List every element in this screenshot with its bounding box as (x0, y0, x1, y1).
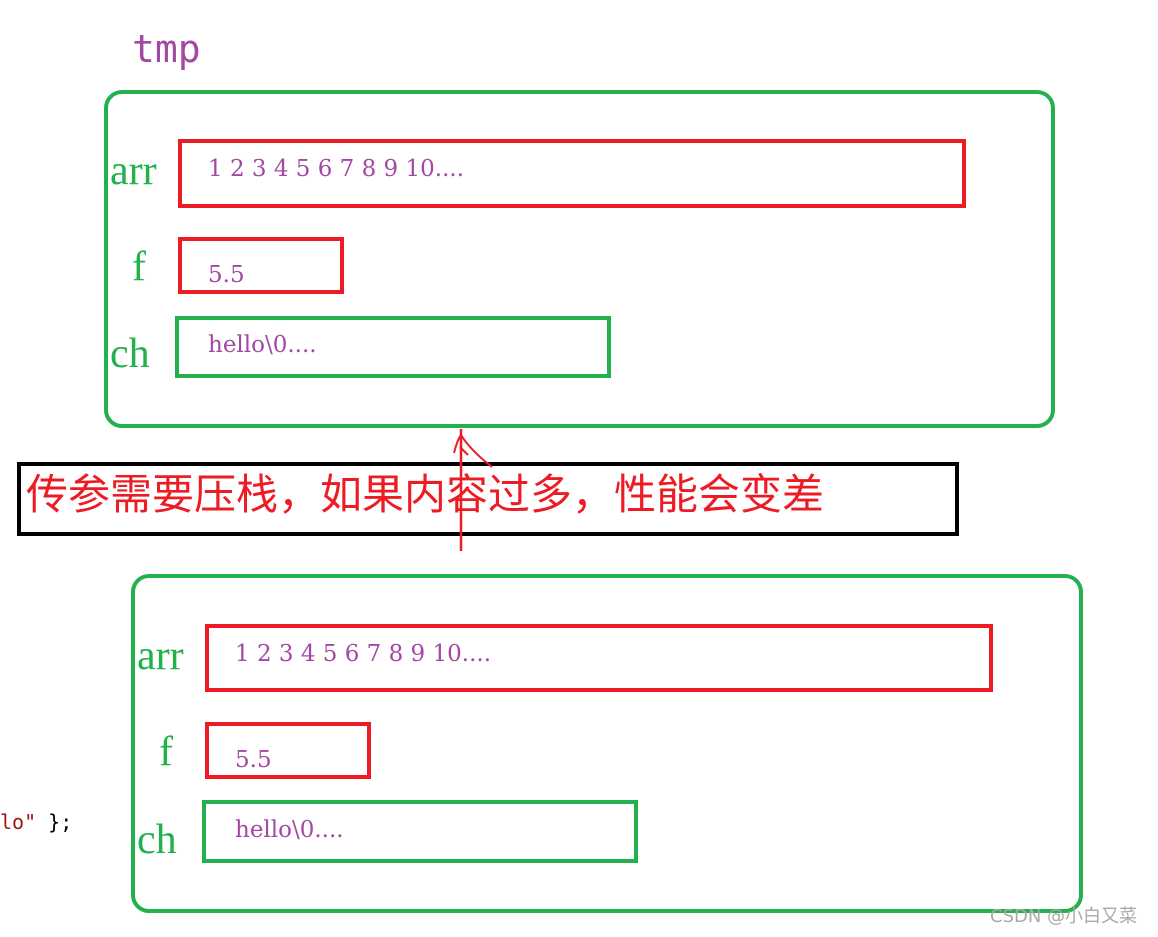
struct-box-top (104, 90, 1055, 428)
string-box-ch-top (175, 316, 611, 378)
value-arr-top: 1 2 3 4 5 6 7 8 9 10.... (208, 156, 465, 182)
note-text: 传参需要压栈，如果内容过多，性能会变差 (26, 470, 825, 519)
code-brace-part: }; (36, 810, 73, 834)
arrow-up-icon (453, 429, 493, 551)
value-ch-top: hello\0.... (208, 332, 317, 358)
array-box-arr-top (178, 139, 966, 208)
watermark: CSDN @小白又菜 (990, 906, 1138, 927)
field-label-ch-bottom: ch (137, 817, 177, 863)
field-label-arr-top: arr (110, 148, 157, 194)
struct-title-tmp: tmp (132, 27, 201, 71)
field-label-f-top: f (132, 244, 146, 290)
value-ch-bottom: hello\0.... (235, 817, 344, 843)
field-label-ch-top: ch (110, 331, 150, 377)
field-label-arr-bottom: arr (137, 633, 184, 679)
float-box-f-bottom (205, 722, 371, 779)
value-f-top: 5.5 (208, 262, 245, 288)
code-fragment: lo" }; (0, 812, 72, 832)
float-box-f-top (178, 237, 344, 294)
array-box-arr-bottom (205, 624, 993, 692)
struct-box-bottom (131, 574, 1083, 913)
field-label-f-bottom: f (159, 729, 173, 775)
value-arr-bottom: 1 2 3 4 5 6 7 8 9 10.... (235, 641, 492, 667)
string-box-ch-bottom (202, 800, 638, 863)
code-string-part: lo" (0, 810, 37, 834)
value-f-bottom: 5.5 (235, 747, 272, 773)
